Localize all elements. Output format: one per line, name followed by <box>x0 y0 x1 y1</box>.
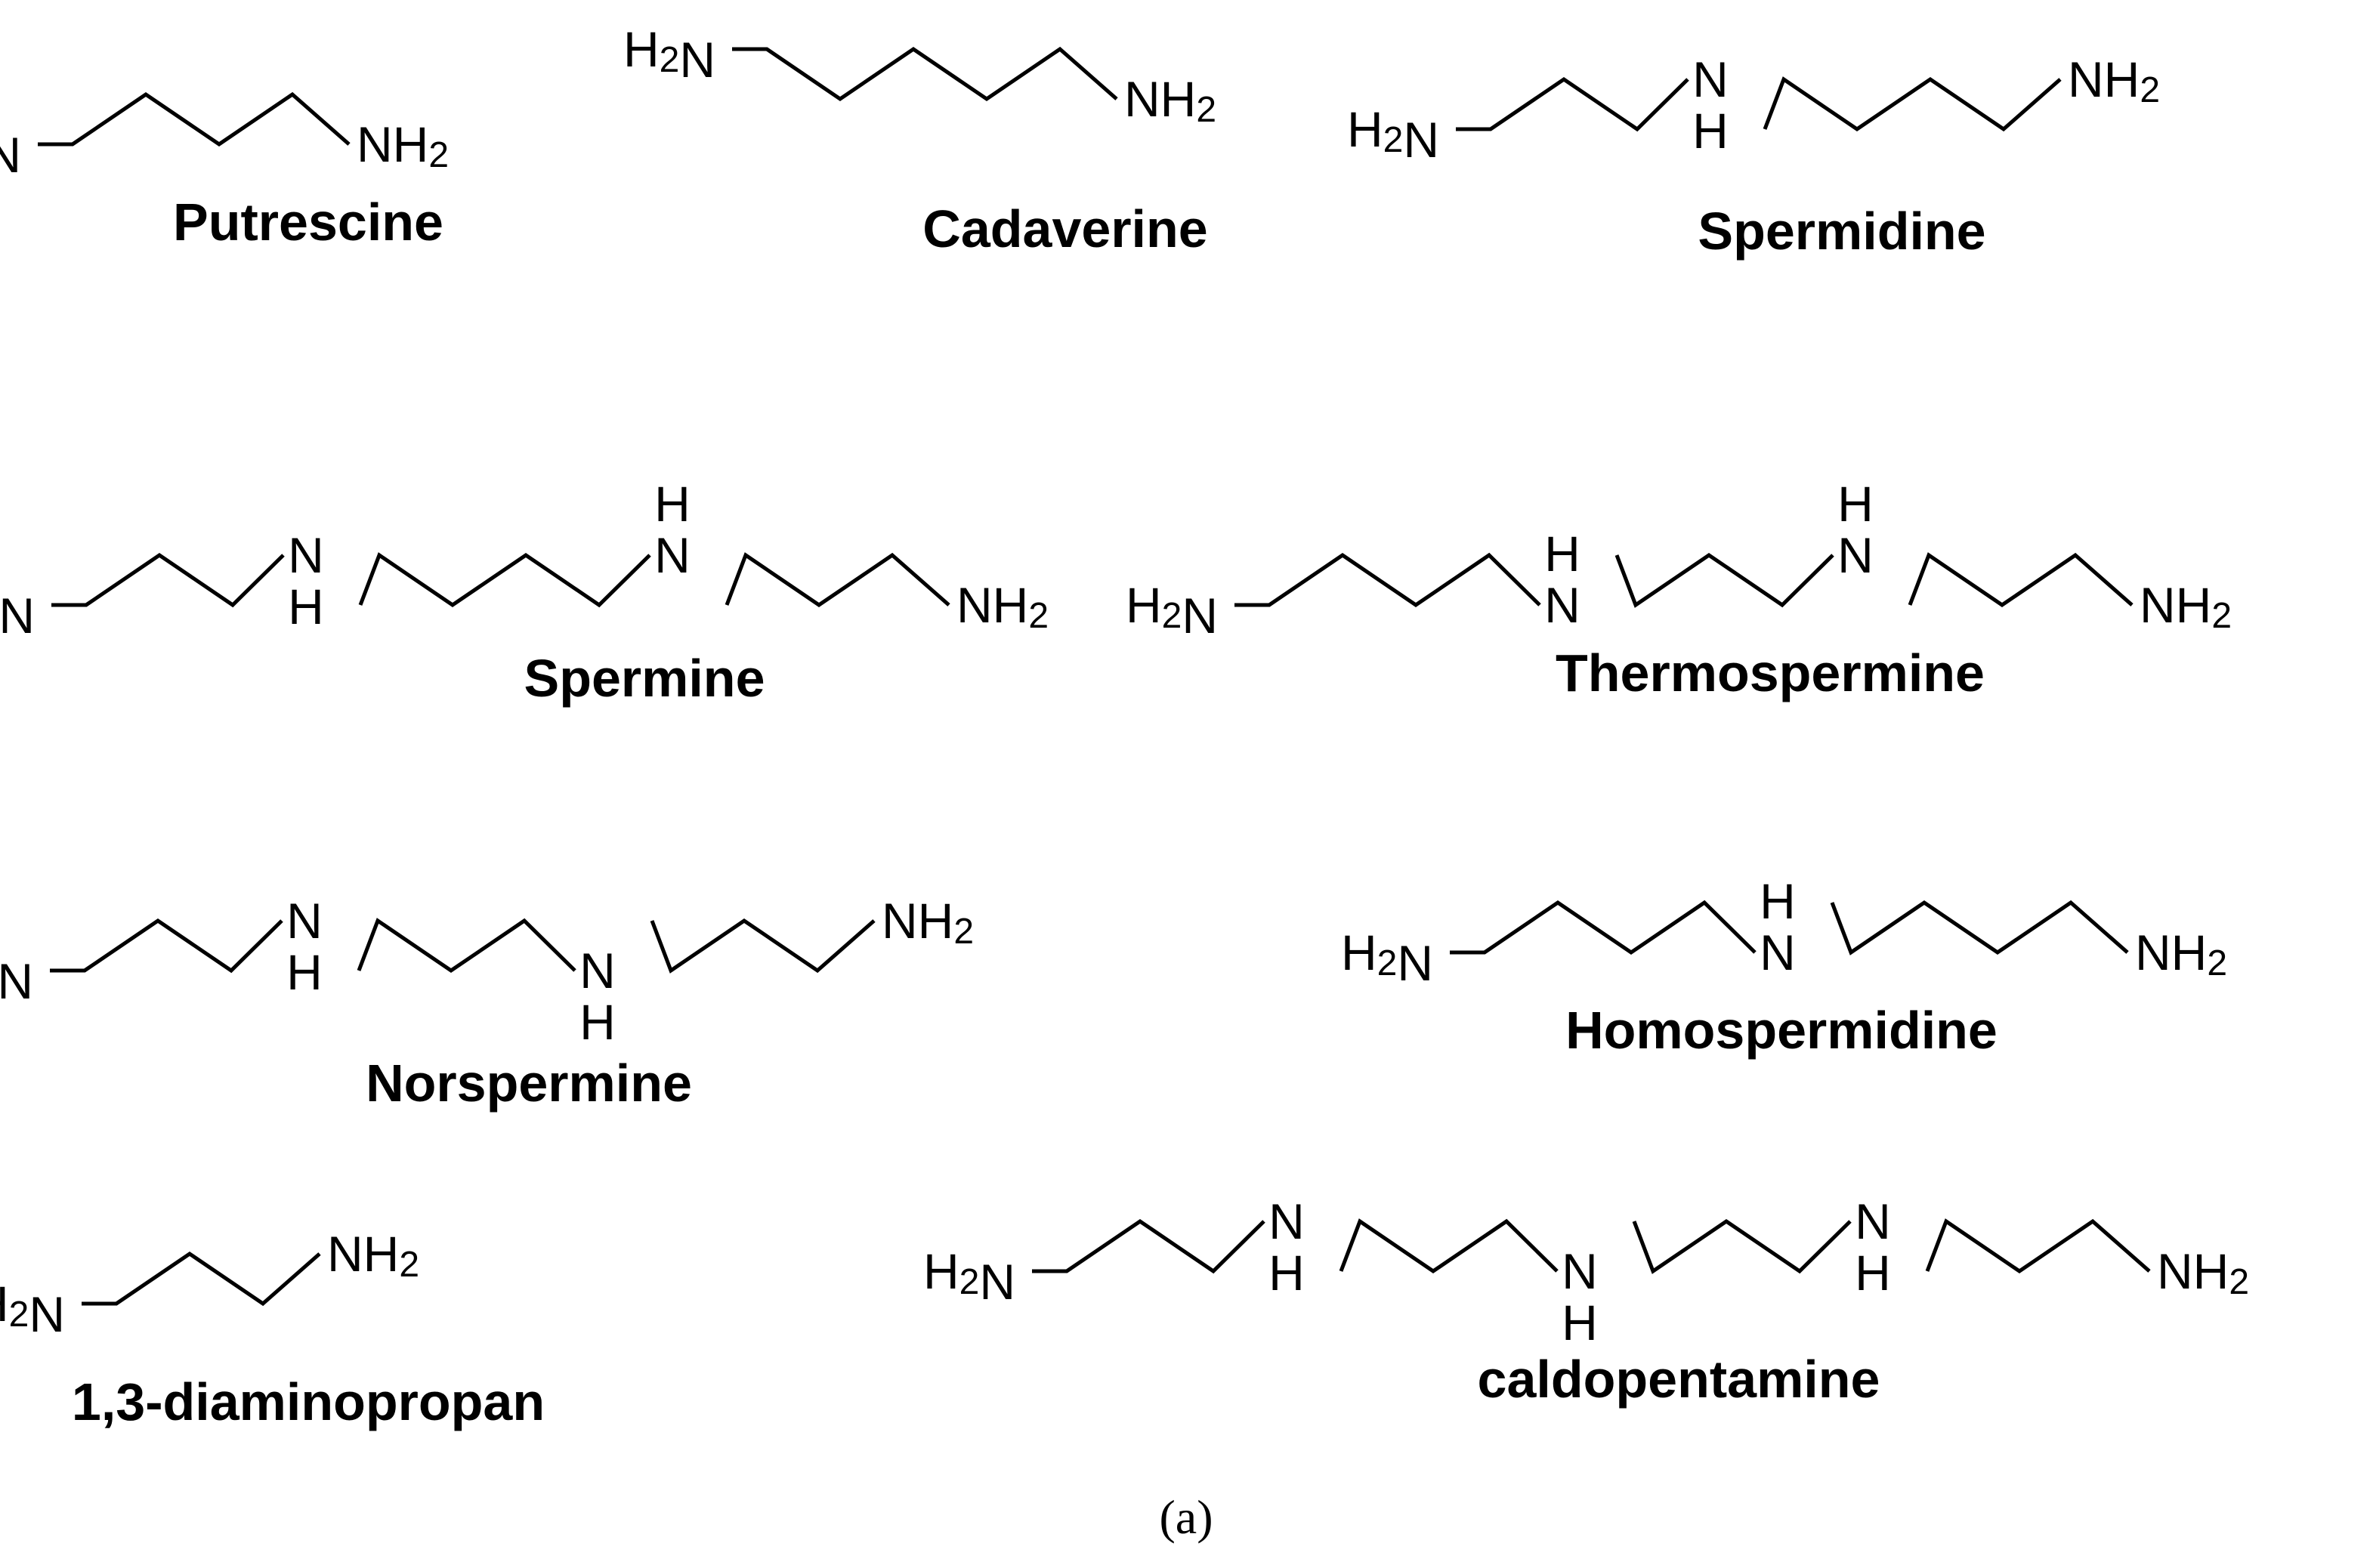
secondary-amine-N: N <box>288 527 324 583</box>
backbone-bond-2 <box>1830 900 2129 955</box>
compound-name-homospermidine: Homospermidine <box>1565 1001 1998 1060</box>
secondary-amine-H: H <box>1562 1295 1598 1350</box>
backbone-bond-3 <box>1632 1218 1852 1274</box>
secondary-amine-H: H <box>1760 873 1796 929</box>
terminal-amine-left: H2N <box>1341 924 1433 991</box>
backbone-bond-1 <box>732 46 1118 102</box>
backbone-bond-1 <box>1456 76 1689 132</box>
terminal-amine-left: H2N <box>1126 577 1218 644</box>
backbone-bond-1 <box>51 552 285 608</box>
secondary-amine-N: N <box>1268 1193 1305 1249</box>
secondary-amine-N: N <box>1692 51 1729 107</box>
compound-name-thermospermine: Thermospermine <box>1556 644 1985 702</box>
terminal-amine-right: NH2 <box>2140 577 2232 636</box>
terminal-amine-right: NH2 <box>327 1226 419 1285</box>
terminal-amine-left: H2N <box>0 1276 65 1342</box>
backbone-bond-3 <box>1908 552 2134 608</box>
secondary-amine-H: H <box>1837 476 1874 532</box>
terminal-amine-right: NH2 <box>882 893 974 952</box>
secondary-amine-H: H <box>286 944 323 1000</box>
backbone-bond-1 <box>1032 1218 1265 1274</box>
secondary-amine-H: H <box>1692 103 1729 159</box>
secondary-amine-H: H <box>1855 1245 1891 1301</box>
terminal-amine-left: H2N <box>0 577 35 644</box>
secondary-amine-H: H <box>579 994 616 1050</box>
backbone-bond-1 <box>82 1251 321 1307</box>
backbone-bond-3 <box>650 918 876 974</box>
structure-diaminopropan: H2N NH2 1,3-diaminopropan <box>0 1226 545 1431</box>
secondary-amine-N: N <box>1544 577 1580 633</box>
secondary-amine-N: N <box>1760 924 1796 980</box>
compound-name-diaminopropan: 1,3-diaminopropan <box>72 1372 545 1431</box>
backbone-bond-3 <box>725 552 950 608</box>
terminal-amine-left: H2N <box>0 116 21 183</box>
terminal-amine-right: NH2 <box>357 116 449 175</box>
secondary-amine-N: N <box>286 893 323 949</box>
compound-name-caldopentamine: caldopentamine <box>1478 1350 1880 1409</box>
terminal-amine-right: NH2 <box>956 577 1049 636</box>
secondary-amine-N: N <box>654 527 691 583</box>
panel-label: (a) <box>1159 1490 1213 1544</box>
compound-name-cadaverine: Cadaverine <box>922 199 1207 258</box>
secondary-amine-N: N <box>1562 1243 1598 1299</box>
secondary-amine-H: H <box>654 476 691 532</box>
secondary-amine-H: H <box>1268 1245 1305 1301</box>
secondary-amine-N: N <box>1837 527 1874 583</box>
backbone-bond-1 <box>50 918 283 974</box>
compound-name-norspermine: Norspermine <box>366 1054 692 1113</box>
secondary-amine-H: H <box>288 579 324 634</box>
compound-name-spermidine: Spermidine <box>1698 202 1985 261</box>
backbone-bond-2 <box>357 918 576 974</box>
backbone-bond-4 <box>1925 1218 2151 1274</box>
terminal-amine-left: H2N <box>0 943 33 1009</box>
structure-spermine: H2NNHNHNH2Spermine <box>0 476 1049 708</box>
terminal-amine-right: NH2 <box>2068 51 2160 110</box>
backbone-bond-1 <box>38 91 351 147</box>
backbone-bond-1 <box>1234 552 1541 608</box>
secondary-amine-H: H <box>1544 526 1580 582</box>
backbone-bond-2 <box>1339 1218 1559 1274</box>
terminal-amine-right: NH2 <box>1124 71 1216 130</box>
terminal-amine-left: H2N <box>923 1243 1015 1310</box>
structure-norspermine: H2NNHNHNH2Norspermine <box>0 893 974 1113</box>
secondary-amine-N: N <box>1855 1193 1891 1249</box>
terminal-amine-left: H2N <box>1347 101 1439 168</box>
terminal-amine-right: NH2 <box>2135 924 2227 983</box>
terminal-amine-right: NH2 <box>2157 1243 2249 1302</box>
terminal-amine-left: H2N <box>623 21 715 88</box>
backbone-bond-2 <box>358 552 651 608</box>
compound-name-spermine: Spermine <box>524 649 765 708</box>
backbone-bond-2 <box>1614 552 1834 608</box>
backbone-bond-2 <box>1763 76 2062 132</box>
compound-name-putrescine: Putrescine <box>173 193 443 252</box>
backbone-bond-1 <box>1450 900 1757 955</box>
secondary-amine-N: N <box>579 943 616 999</box>
